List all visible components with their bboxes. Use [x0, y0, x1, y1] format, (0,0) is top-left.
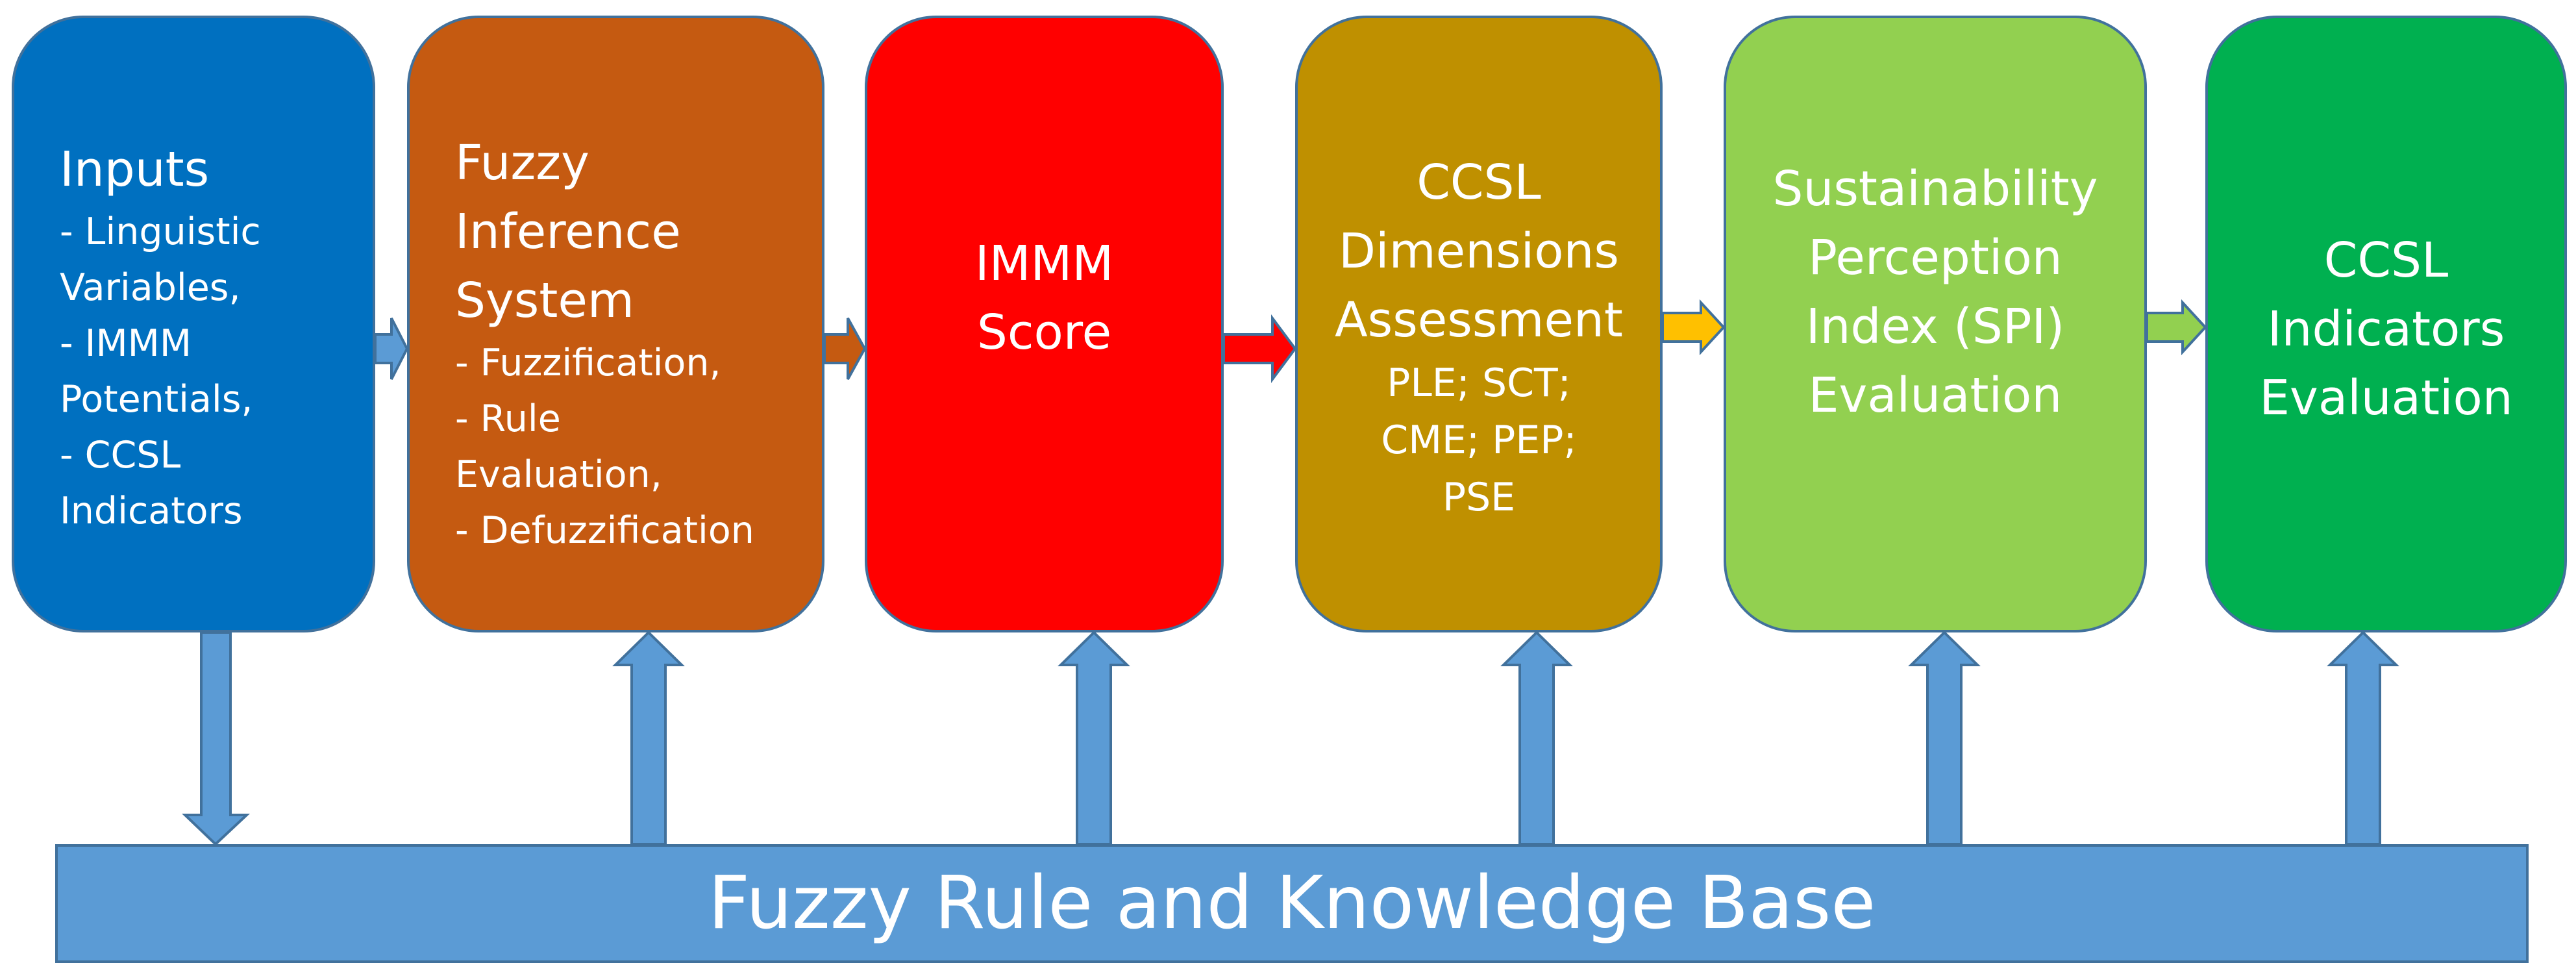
ccsl-dimensions-title-line: Assessment	[1335, 292, 1623, 348]
ccsl-dimensions-title-line: Dimensions	[1339, 223, 1619, 279]
immm-score-text: IMMM Score	[867, 229, 1221, 367]
arrow-kb-up-to-spi	[1908, 631, 1981, 845]
ccsl-indicators-title-line: Evaluation	[2259, 370, 2513, 426]
arrow-fis-to-immm	[823, 318, 867, 380]
ccsl-dimensions-line: PSE	[1442, 475, 1516, 520]
inputs-text: Inputs - Linguistic Variables, - IMMM Po…	[60, 135, 373, 539]
knowledge-base-label: Fuzzy Rule and Knowledge Base	[708, 861, 1876, 945]
arrow-kb-up-to-immm	[1058, 631, 1130, 845]
arrow-inputs-down-to-kb	[182, 631, 251, 846]
spi-evaluation-title-line: Perception	[1808, 230, 2062, 286]
ccsl-indicators-title-line: Indicators	[2267, 301, 2505, 357]
spi-evaluation-title-line: Index (SPI)	[1805, 299, 2065, 355]
spi-evaluation-title-line: Sustainability	[1772, 161, 2098, 217]
fuzzy-inference-text: Fuzzy Inference System - Fuzzification, …	[455, 129, 822, 558]
ccsl-indicators-box: CCSL Indicators Evaluation	[2205, 16, 2567, 632]
immm-score-title-line: IMMM	[974, 236, 1114, 292]
fuzzy-inference-line: - Fuzzification,	[455, 342, 721, 384]
fuzzy-inference-box: Fuzzy Inference System - Fuzzification, …	[407, 16, 824, 632]
inputs-title: Inputs	[60, 142, 210, 197]
ccsl-indicators-text: CCSL Indicators Evaluation	[2208, 226, 2564, 432]
inputs-line: - Linguistic	[60, 210, 261, 253]
arrow-inputs-to-fis	[374, 318, 409, 380]
fuzzy-inference-line: Evaluation,	[455, 453, 662, 496]
arrow-ccsl-dimensions-to-spi	[1661, 299, 1726, 356]
spi-evaluation-text: Sustainability Perception Index (SPI) Ev…	[1726, 155, 2144, 430]
ccsl-dimensions-line: CME; PEP;	[1381, 418, 1577, 463]
arrow-kb-up-to-fis	[612, 631, 685, 845]
spi-evaluation-title-line: Evaluation	[1808, 368, 2062, 423]
fuzzy-inference-title-line: Inference	[455, 204, 681, 260]
inputs-line: Variables,	[60, 266, 241, 309]
fuzzy-inference-title-line: Fuzzy	[455, 135, 589, 191]
arrow-immm-to-ccsl-dimensions	[1222, 314, 1297, 384]
ccsl-indicators-title-line: CCSL	[2323, 232, 2449, 288]
ccsl-dimensions-text: CCSL Dimensions Assessment PLE; SCT; CME…	[1298, 148, 1660, 526]
fuzzy-inference-line: - Defuzzification	[455, 509, 754, 552]
arrow-spi-to-ccsl-indicators	[2146, 299, 2207, 356]
immm-score-title-line: Score	[976, 305, 1112, 360]
inputs-line: Potentials,	[60, 378, 253, 421]
fuzzy-inference-line: - Rule	[455, 397, 561, 440]
arrow-kb-up-to-ccsl-dimensions	[1500, 631, 1573, 845]
ccsl-dimensions-title-line: CCSL	[1417, 155, 1541, 210]
ccsl-dimensions-box: CCSL Dimensions Assessment PLE; SCT; CME…	[1295, 16, 1663, 632]
arrow-kb-up-to-ccsl-indicators	[2327, 631, 2399, 845]
spi-evaluation-box: Sustainability Perception Index (SPI) Ev…	[1724, 16, 2147, 632]
inputs-line: - IMMM	[60, 322, 192, 365]
inputs-box: Inputs - Linguistic Variables, - IMMM Po…	[12, 16, 375, 632]
inputs-line: Indicators	[60, 490, 243, 532]
inputs-line: - CCSL	[60, 434, 181, 477]
ccsl-dimensions-line: PLE; SCT;	[1387, 360, 1571, 406]
immm-score-box: IMMM Score	[865, 16, 1224, 632]
knowledge-base-bar: Fuzzy Rule and Knowledge Base	[55, 844, 2529, 963]
fuzzy-inference-title-line: System	[455, 273, 634, 329]
